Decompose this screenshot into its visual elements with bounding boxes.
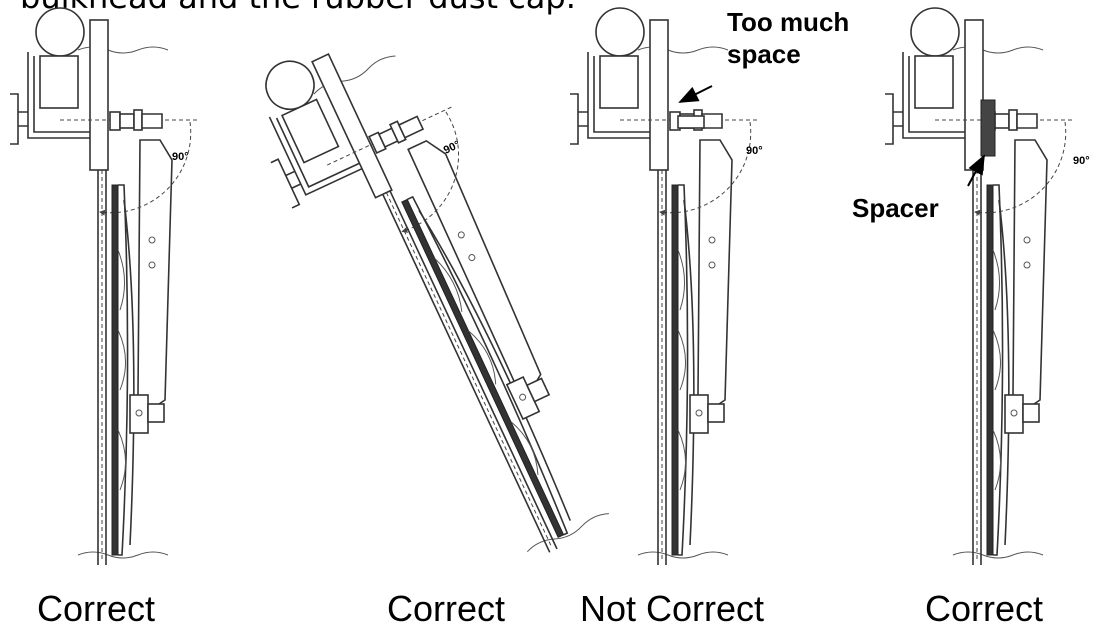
assembly-diagram-2: 90° [235, 4, 643, 589]
caption-2: Correct [387, 588, 506, 629]
assembly-diagram-4: 90° [885, 8, 1090, 565]
angle-label-3: 90° [746, 145, 763, 157]
caption-1: Correct [37, 588, 156, 629]
instruction-text: bulkhead and the rubber dust cap. [20, 0, 576, 16]
too-much-space-arrow [678, 85, 713, 103]
too-much-space-label: Too much space [727, 6, 849, 70]
too-much-space-line1: Too much [727, 7, 850, 37]
spacer-label: Spacer [852, 193, 939, 223]
caption-3: Not Correct [580, 588, 765, 629]
too-much-space-line2: space [727, 39, 801, 69]
assembly-diagram-1: 90° [10, 8, 200, 565]
assembly-diagram-3: 90° [570, 8, 763, 565]
angle-label-1: 90° [172, 151, 189, 163]
caption-4: Correct [925, 588, 1044, 629]
spacer-arrow [967, 154, 985, 187]
angle-label-4: 90° [1073, 155, 1090, 167]
spacer-block [980, 99, 996, 157]
